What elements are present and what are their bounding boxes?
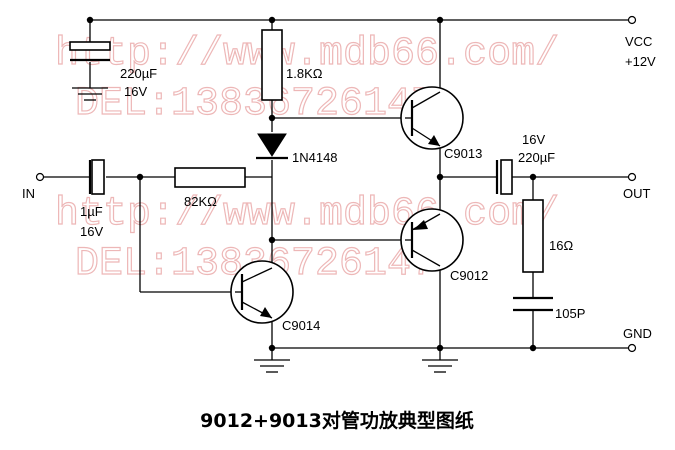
gnd-terminal bbox=[627, 343, 637, 353]
r-load-label: 16Ω bbox=[549, 238, 573, 253]
supply-capacitor bbox=[69, 41, 111, 62]
watermark-url-1: http://www.mdb66.com/ bbox=[55, 32, 559, 77]
r-top-label: 1.8KΩ bbox=[286, 66, 323, 81]
transistor-c9014 bbox=[230, 260, 294, 324]
out-label: OUT bbox=[623, 186, 651, 201]
in-terminal bbox=[35, 172, 45, 182]
transistor-c9013 bbox=[400, 86, 464, 150]
vcc-terminal bbox=[627, 15, 637, 25]
watermark-phone-1: DEL:13836726147 bbox=[75, 82, 435, 127]
junctions bbox=[86, 16, 537, 352]
q-lower-label: C9012 bbox=[450, 268, 488, 283]
gnd-label: GND bbox=[623, 326, 652, 341]
watermark-url-2: http://www.mdb66.com/ bbox=[55, 192, 559, 237]
terminals bbox=[35, 15, 637, 353]
r-input-label: 82KΩ bbox=[184, 194, 217, 209]
c-out-voltage-label: 16V bbox=[522, 132, 545, 147]
resistor-16ohm bbox=[522, 199, 544, 273]
c-supply-voltage-label: 16V bbox=[124, 84, 147, 99]
c-small-label: 105P bbox=[555, 306, 585, 321]
diode-label: 1N4148 bbox=[292, 150, 338, 165]
out-terminal bbox=[627, 172, 637, 182]
resistor-82k bbox=[174, 167, 246, 188]
input-capacitor bbox=[88, 159, 105, 195]
vcc-voltage-label: +12V bbox=[625, 54, 656, 69]
output-capacitor bbox=[495, 159, 513, 195]
labels: VCC +12V 220µF 16V 1.8KΩ 1N4148 C9013 16… bbox=[22, 34, 656, 341]
c-out-value-label: 220µF bbox=[518, 150, 555, 165]
in-label: IN bbox=[22, 186, 35, 201]
transistor-c9012 bbox=[400, 208, 464, 272]
resistor-1k8 bbox=[261, 29, 283, 101]
diode-1n4148 bbox=[256, 133, 288, 160]
q-driver-label: C9014 bbox=[282, 318, 320, 333]
ground-symbol-driver bbox=[254, 359, 290, 373]
ground-symbol-output bbox=[422, 359, 458, 373]
c-supply-value-label: 220µF bbox=[120, 66, 157, 81]
q-upper-label: C9013 bbox=[444, 146, 482, 161]
diagram-title: 9012+9013对管功放典型图纸 bbox=[200, 409, 474, 432]
capacitor-105p bbox=[513, 296, 553, 312]
c-in-voltage-label: 16V bbox=[80, 224, 103, 239]
c-in-value-label: 1µF bbox=[80, 204, 103, 219]
watermark: http://www.mdb66.com/ DEL:13836726147 ht… bbox=[54, 31, 559, 287]
vcc-label: VCC bbox=[625, 34, 652, 49]
wires bbox=[42, 19, 630, 360]
ground-symbol-supply bbox=[72, 87, 108, 101]
